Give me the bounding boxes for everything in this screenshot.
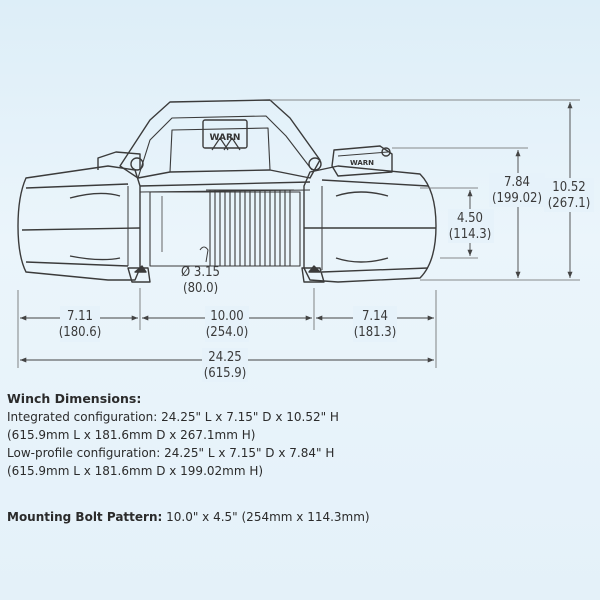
dim-overall-in: 24.25 — [208, 350, 241, 365]
integrated-config-line: Integrated configuration: 24.25" L x 7.1… — [7, 410, 339, 424]
dim-low-height-mm: (199.02) — [492, 191, 542, 206]
mounting-feet — [127, 265, 325, 283]
bolt-pattern-label: Mounting Bolt Pattern: — [7, 510, 163, 524]
dim-center-in: 10.00 — [210, 309, 243, 324]
winch-drawing: WARN WARN 7.11 (180.6) 10.00 (254.0) 7.1… — [17, 99, 594, 382]
remote-logo: WARN — [350, 159, 374, 167]
dim-bolt-spacing-mm: (114.3) — [449, 227, 492, 242]
dim-int-height-mm: (267.1) — [548, 196, 591, 211]
dimension-labels: 7.11 (180.6) 10.00 (254.0) 7.14 (181.3) … — [59, 173, 594, 382]
remote-block — [331, 145, 393, 177]
control-pack — [119, 99, 322, 193]
dim-left-mm: (180.6) — [59, 325, 102, 340]
specs-heading: Winch Dimensions: — [7, 391, 142, 406]
dim-int-height-in: 10.52 — [552, 180, 585, 195]
extension-lines — [17, 99, 580, 368]
lowprofile-config-line: Low-profile configuration: 24.25" L x 7.… — [7, 446, 335, 460]
rope-coils — [206, 189, 294, 267]
mounting-bolt-pattern: Mounting Bolt Pattern: 10.0" x 4.5" (254… — [7, 508, 593, 526]
dim-low-height-in: 7.84 — [504, 175, 530, 190]
lowprofile-config-metric: (615.9mm L x 181.6mm D x 199.02mm H) — [7, 464, 264, 478]
left-end-housing — [17, 151, 141, 281]
dim-overall-mm: (615.9) — [204, 366, 247, 381]
dim-right-mm: (181.3) — [354, 325, 397, 340]
bolt-pattern-value: 10.0" x 4.5" (254mm x 114.3mm) — [162, 510, 370, 524]
dim-left-in: 7.11 — [67, 309, 93, 324]
warn-logo: WARN — [210, 133, 241, 143]
dim-center-mm: (254.0) — [206, 325, 249, 340]
integrated-config-metric: (615.9mm L x 181.6mm D x 267.1mm H) — [7, 428, 256, 442]
drum — [149, 189, 301, 267]
specs-block: Winch Dimensions: Integrated configurati… — [7, 390, 593, 526]
right-end-housing — [303, 165, 437, 283]
dim-right-in: 7.14 — [362, 309, 388, 324]
dim-bolt-dia-mm: (80.0) — [183, 281, 218, 296]
dim-bolt-spacing-in: 4.50 — [457, 211, 483, 226]
dim-bolt-dia-in: Ø 3.15 — [181, 265, 220, 280]
winch-body — [17, 99, 437, 283]
